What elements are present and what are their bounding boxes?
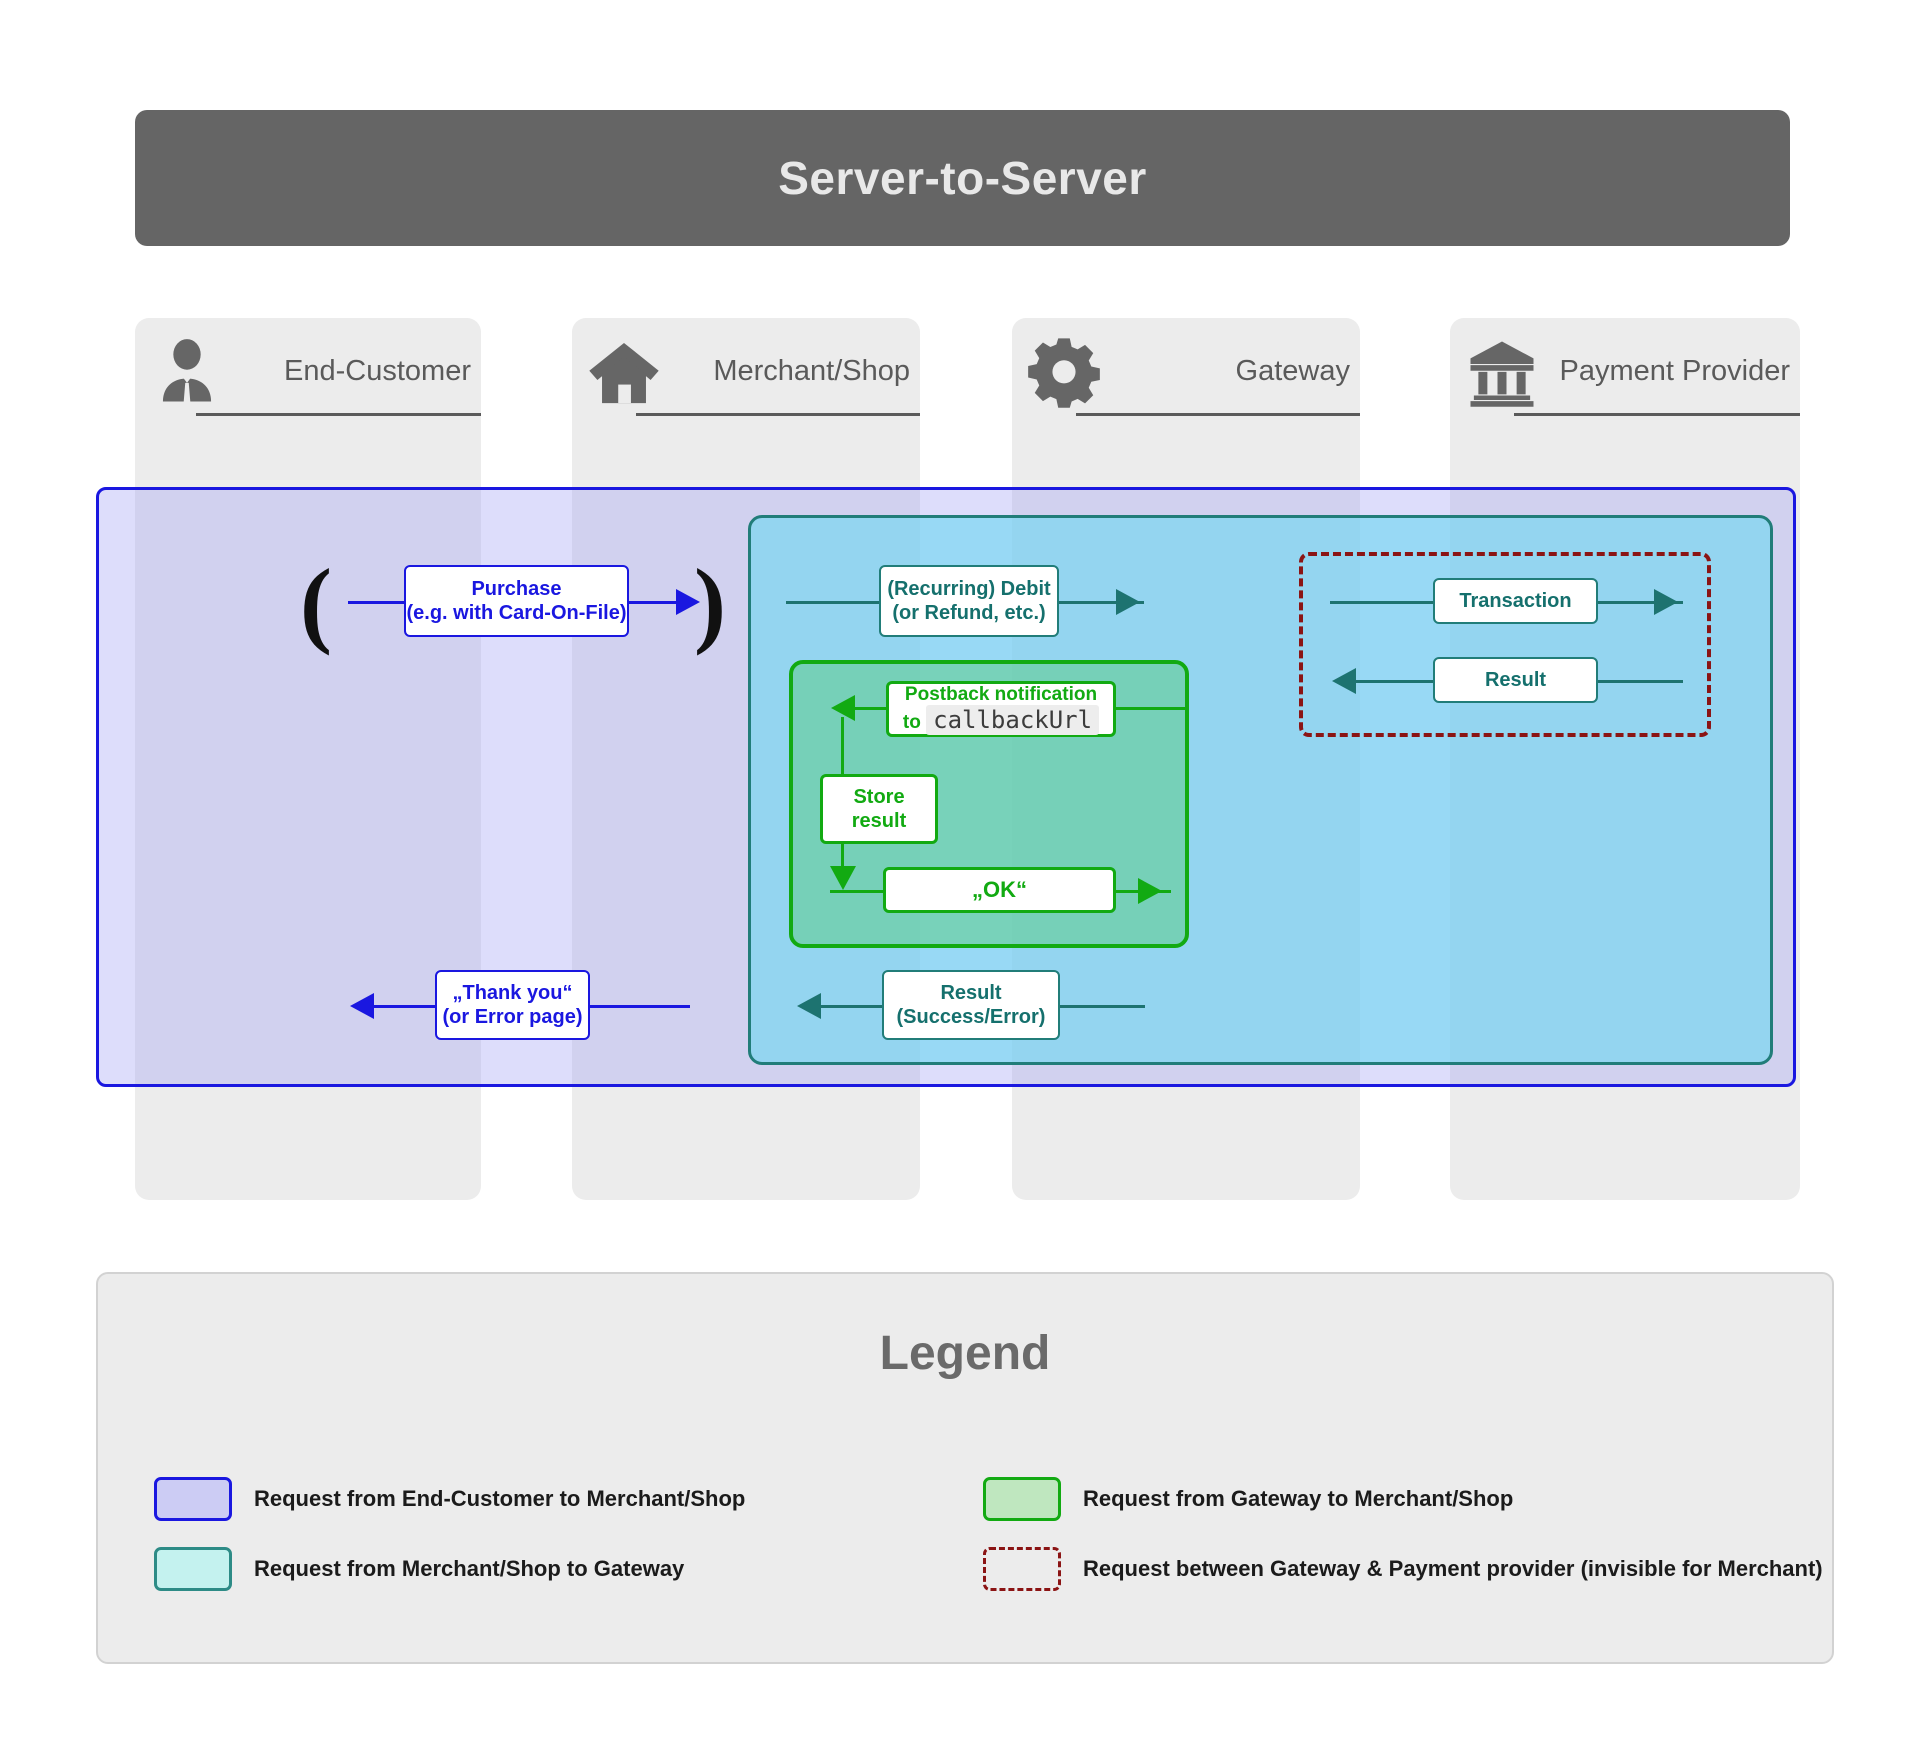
line-debit-in [786,601,881,604]
legend-grid: Request from End-Customer to Merchant/Sh… [136,1464,1823,1604]
line-ok-in [830,890,885,893]
line-store-down [841,844,844,874]
node-ok: „OK“ [883,867,1116,913]
node-debit-line1: (Recurring) Debit [887,577,1051,600]
arrowhead-postback-left [831,695,855,721]
lane-rule-merchant-shop [636,413,920,416]
node-result-line1: Result [940,981,1002,1004]
line-result-in [1060,1005,1145,1008]
lane-rule-gateway [1076,413,1360,416]
gear-icon [1026,335,1102,411]
bank-icon [1464,335,1540,411]
line-transaction-in [1330,601,1435,604]
lane-rule-end-customer [196,413,481,416]
line-result-pp-out [1354,680,1435,683]
lane-band-end-customer [135,318,481,1200]
node-store-result: Store result [820,774,938,844]
legend-swatch-green [983,1477,1061,1521]
node-postback-callback-url: callbackUrl [926,704,1100,735]
region-gateway-payment-provider [1299,552,1711,737]
node-recurring-debit: (Recurring) Debit (or Refund, etc.) [879,565,1059,637]
arrowhead-ok-right [1138,878,1162,904]
node-postback-line2: to callbackUrl [902,704,1100,735]
line-purchase-in [348,601,406,604]
node-result-success-error: Result (Success/Error) [882,970,1060,1040]
house-icon [586,335,662,411]
arrowhead-store-down [830,866,856,890]
legend-label-green: Request from Gateway to Merchant/Shop [1083,1486,1514,1511]
arrowhead-transaction-right [1654,589,1678,615]
lane-rule-payment-provider [1514,413,1800,416]
legend-item-green: Request from Gateway to Merchant/Shop [965,1464,1794,1534]
legend-label-dashed: Request between Gateway & Payment provid… [1083,1556,1823,1581]
line-debit-out [1059,601,1144,604]
node-postback-notification: Postback notification to callbackUrl [886,681,1116,737]
title-banner: Server-to-Server [135,110,1790,246]
lane-label-end-customer: End-Customer [284,354,471,387]
line-postback-down [841,717,844,782]
legend-title: Legend [879,1327,1051,1380]
node-thank-you: „Thank you“ (or Error page) [435,970,590,1040]
legend-item-blue: Request from End-Customer to Merchant/Sh… [136,1464,965,1534]
legend-swatch-blue [154,1477,232,1521]
node-postback-line1: Postback notification [904,683,1098,705]
arrowhead-debit-right [1116,589,1140,615]
node-result-payment-provider: Result [1433,657,1598,703]
legend-label-blue: Request from End-Customer to Merchant/Sh… [254,1486,746,1511]
line-postback-out [853,707,888,710]
node-postback-to: to [902,711,921,733]
legend-row: Request from Merchant/Shop to Gateway Re… [136,1534,1823,1604]
line-thankyou-in [590,1005,690,1008]
lane-label-merchant-shop: Merchant/Shop [713,354,910,387]
node-result-line2: (Success/Error) [896,1006,1046,1028]
node-ok-label: „OK“ [972,876,1027,902]
lane-header-payment-provider: Payment Provider [1450,318,1800,428]
lane-header-end-customer: End-Customer [135,318,481,428]
lane-label-payment-provider: Payment Provider [1559,354,1791,387]
node-store-line2: result [851,810,907,832]
line-purchase-out [629,601,685,604]
arrowhead-thankyou-left [350,993,374,1019]
legend-label-teal: Request from Merchant/Shop to Gateway [254,1556,685,1581]
node-debit-line2: (or Refund, etc.) [892,602,1046,624]
node-purchase: Purchase (e.g. with Card-On-File) [404,565,629,637]
node-transaction: Transaction [1433,578,1598,624]
page-title: Server-to-Server [778,152,1147,204]
line-transaction-out [1598,601,1683,604]
lane-label-gateway: Gateway [1235,354,1350,387]
legend-item-teal: Request from Merchant/Shop to Gateway [136,1534,965,1604]
legend-panel: Legend Request from End-Customer to Merc… [96,1272,1834,1664]
arrowhead-result-left [797,993,821,1019]
line-postback-in [1116,707,1188,710]
node-purchase-line1: Purchase [471,577,562,600]
node-thankyou-line2: (or Error page) [442,1006,583,1028]
node-purchase-line2: (e.g. with Card-On-File) [406,602,627,624]
arrowhead-result-pp-left [1332,668,1356,694]
node-store-line1: Store [853,785,905,808]
line-result-out [819,1005,884,1008]
lane-header-merchant-shop: Merchant/Shop [572,318,920,428]
legend-swatch-dashed [983,1547,1061,1591]
line-thankyou-out [372,1005,437,1008]
line-result-pp-in [1598,680,1683,683]
node-thankyou-line1: „Thank you“ [452,981,573,1004]
node-transaction-label: Transaction [1459,589,1572,612]
legend-row: Request from End-Customer to Merchant/Sh… [136,1464,1794,1534]
node-result-pp-label: Result [1484,668,1547,691]
paren-open: ( [300,549,332,656]
user-icon [149,335,225,411]
paren-close: ) [694,549,726,656]
legend-swatch-teal [154,1547,232,1591]
arrowhead-purchase-right [676,589,700,615]
lane-header-gateway: Gateway [1012,318,1360,428]
legend-item-dashed: Request between Gateway & Payment provid… [965,1534,1823,1604]
